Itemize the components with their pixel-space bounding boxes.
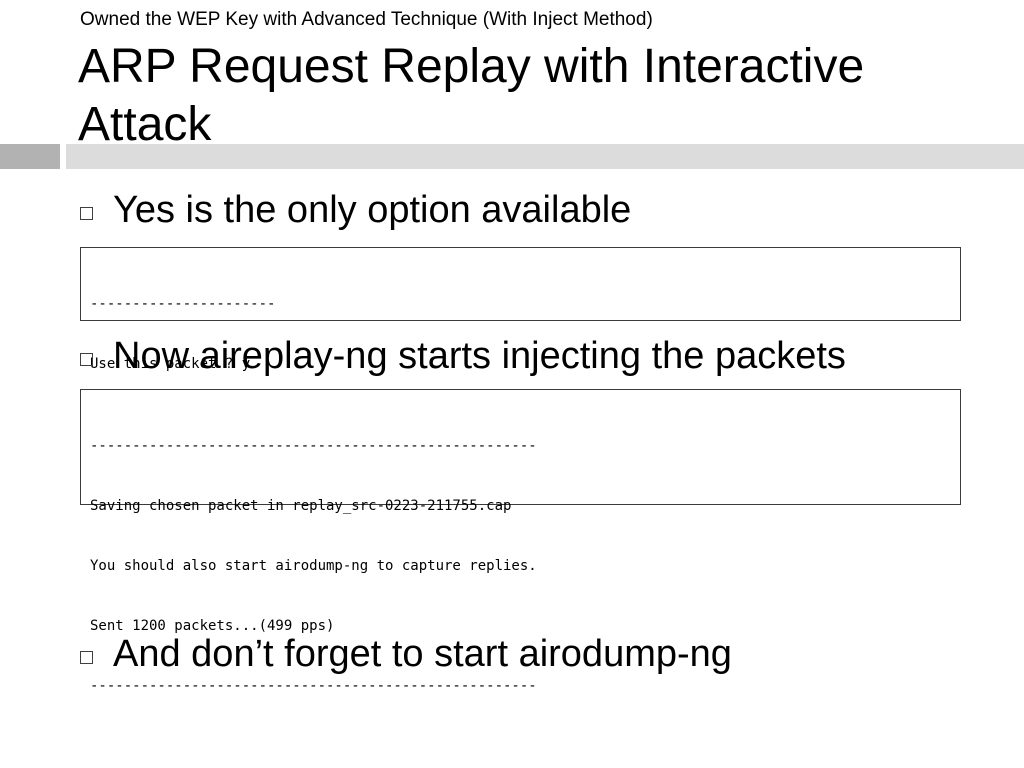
code-line: Saving chosen packet in replay_src-0223-… [90, 498, 512, 514]
bullet-item: Now aireplay-ng starts injecting the pac… [80, 334, 846, 378]
code-line: Use this packet ? y [90, 356, 251, 372]
bullet-text: Now aireplay-ng starts injecting the pac… [113, 335, 846, 377]
code-line: You should also start airodump-ng to cap… [90, 558, 537, 574]
code-line: ----------------------------------------… [90, 678, 537, 694]
code-line: ----------------------------------------… [90, 438, 537, 454]
slide-subtitle: Owned the WEP Key with Advanced Techniqu… [80, 9, 653, 30]
code-block: ----------------------------------------… [80, 389, 961, 694]
code-line: ---------------------- [90, 296, 276, 312]
bullet-text: Yes is the only option available [113, 189, 632, 231]
square-bullet-icon [80, 352, 93, 366]
code-block: ---------------------- Use this packet ?… [80, 247, 961, 432]
square-bullet-icon [80, 650, 93, 664]
code-line: Sent 1200 packets...(499 pps) [90, 618, 335, 634]
bullet-text: And don’t forget to start airodump-ng [113, 633, 732, 675]
bullet-item: And don’t forget to start airodump-ng [80, 632, 732, 676]
bullet-item: Yes is the only option available [80, 188, 631, 232]
square-bullet-icon [80, 206, 93, 220]
title-underline-bar-light [66, 144, 1024, 169]
title-underline-bar-dark [0, 144, 60, 169]
slide-title: ARP Request Replay with Interactive Atta… [78, 40, 865, 151]
